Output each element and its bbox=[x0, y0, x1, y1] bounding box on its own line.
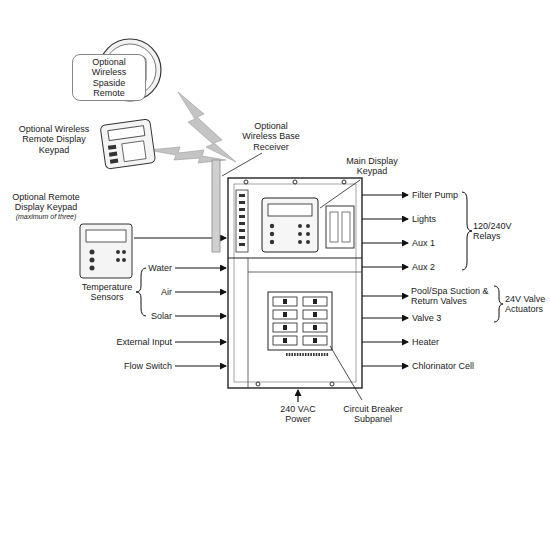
breaker-toggle bbox=[283, 312, 287, 317]
device-label: Circuit Breaker Subpanel bbox=[336, 404, 410, 425]
device-name: Optional Remote Display Keypad bbox=[4, 192, 88, 213]
breaker-toggle bbox=[313, 325, 317, 330]
board-component bbox=[239, 215, 245, 218]
breaker bbox=[303, 323, 327, 332]
part-label: Temperature Sensors bbox=[80, 282, 134, 303]
device-name: Optional Wireless Remote Display Keypad bbox=[8, 124, 100, 155]
terminal bbox=[302, 353, 304, 356]
breaker-toggle bbox=[313, 299, 317, 304]
device-label: Optional Remote Display Keypad(maximum o… bbox=[4, 192, 88, 221]
device-label: Optional Wireless Spaside Remote bbox=[72, 54, 146, 101]
breaker bbox=[303, 297, 327, 306]
part-label: Air bbox=[130, 287, 172, 297]
part-label: Valve 3 bbox=[412, 313, 462, 323]
board-component bbox=[239, 229, 245, 232]
terminal bbox=[289, 353, 291, 356]
part-label: Solar bbox=[130, 311, 172, 321]
breaker bbox=[303, 310, 327, 319]
device-name: Main Display Keypad bbox=[344, 156, 400, 177]
breaker bbox=[273, 336, 297, 345]
part-label: Lights bbox=[412, 214, 462, 224]
device-name: Circuit Breaker Subpanel bbox=[336, 404, 410, 425]
board-component bbox=[239, 243, 245, 246]
terminal bbox=[300, 353, 302, 356]
part-label: Aux 1 bbox=[412, 238, 462, 248]
part-label: Water bbox=[130, 263, 172, 273]
terminal bbox=[327, 353, 329, 356]
terminal bbox=[318, 353, 320, 356]
device-label: Main Display Keypad bbox=[344, 156, 400, 177]
terminal bbox=[313, 353, 315, 356]
part-label: 24V Valve Actuators bbox=[505, 294, 547, 315]
terminal bbox=[286, 353, 288, 356]
part-label: Filter Pump bbox=[412, 190, 462, 200]
terminal bbox=[297, 353, 299, 356]
device-name: Optional Wireless Base Receiver bbox=[240, 121, 302, 152]
device-note: (maximum of three) bbox=[4, 213, 88, 221]
part-label: External Input bbox=[100, 337, 172, 347]
board-component bbox=[239, 222, 245, 225]
breaker bbox=[303, 336, 327, 345]
breaker bbox=[273, 297, 297, 306]
breaker-toggle bbox=[313, 312, 317, 317]
breaker-toggle bbox=[283, 338, 287, 343]
board-component bbox=[239, 194, 245, 197]
breaker-toggle bbox=[283, 325, 287, 330]
terminal bbox=[291, 353, 293, 356]
terminal bbox=[324, 353, 326, 356]
terminal bbox=[316, 353, 318, 356]
terminal bbox=[308, 353, 310, 356]
terminal bbox=[305, 353, 307, 356]
terminal bbox=[310, 353, 312, 356]
breaker-toggle bbox=[283, 299, 287, 304]
part-label: Aux 2 bbox=[412, 262, 462, 272]
device-name: Optional Wireless Spaside Remote bbox=[76, 57, 142, 98]
breaker bbox=[273, 323, 297, 332]
device-label: Optional Wireless Base Receiver bbox=[240, 121, 302, 152]
breaker-toggle bbox=[313, 338, 317, 343]
part-label: 240 VAC Power bbox=[274, 404, 322, 425]
terminal bbox=[321, 353, 323, 356]
terminal bbox=[294, 353, 296, 356]
breaker bbox=[273, 310, 297, 319]
device-label: Optional Wireless Remote Display Keypad bbox=[8, 124, 100, 155]
part-label: Flow Switch bbox=[100, 361, 172, 371]
board-component bbox=[239, 208, 245, 211]
board-component bbox=[239, 236, 245, 239]
board-component bbox=[239, 201, 245, 204]
part-label: 120/240V Relays bbox=[473, 221, 519, 242]
part-label: Heater bbox=[412, 337, 462, 347]
part-label: Chlorinator Cell bbox=[412, 361, 492, 371]
part-label: Pool/Spa Suction & Return Valves bbox=[411, 286, 493, 307]
